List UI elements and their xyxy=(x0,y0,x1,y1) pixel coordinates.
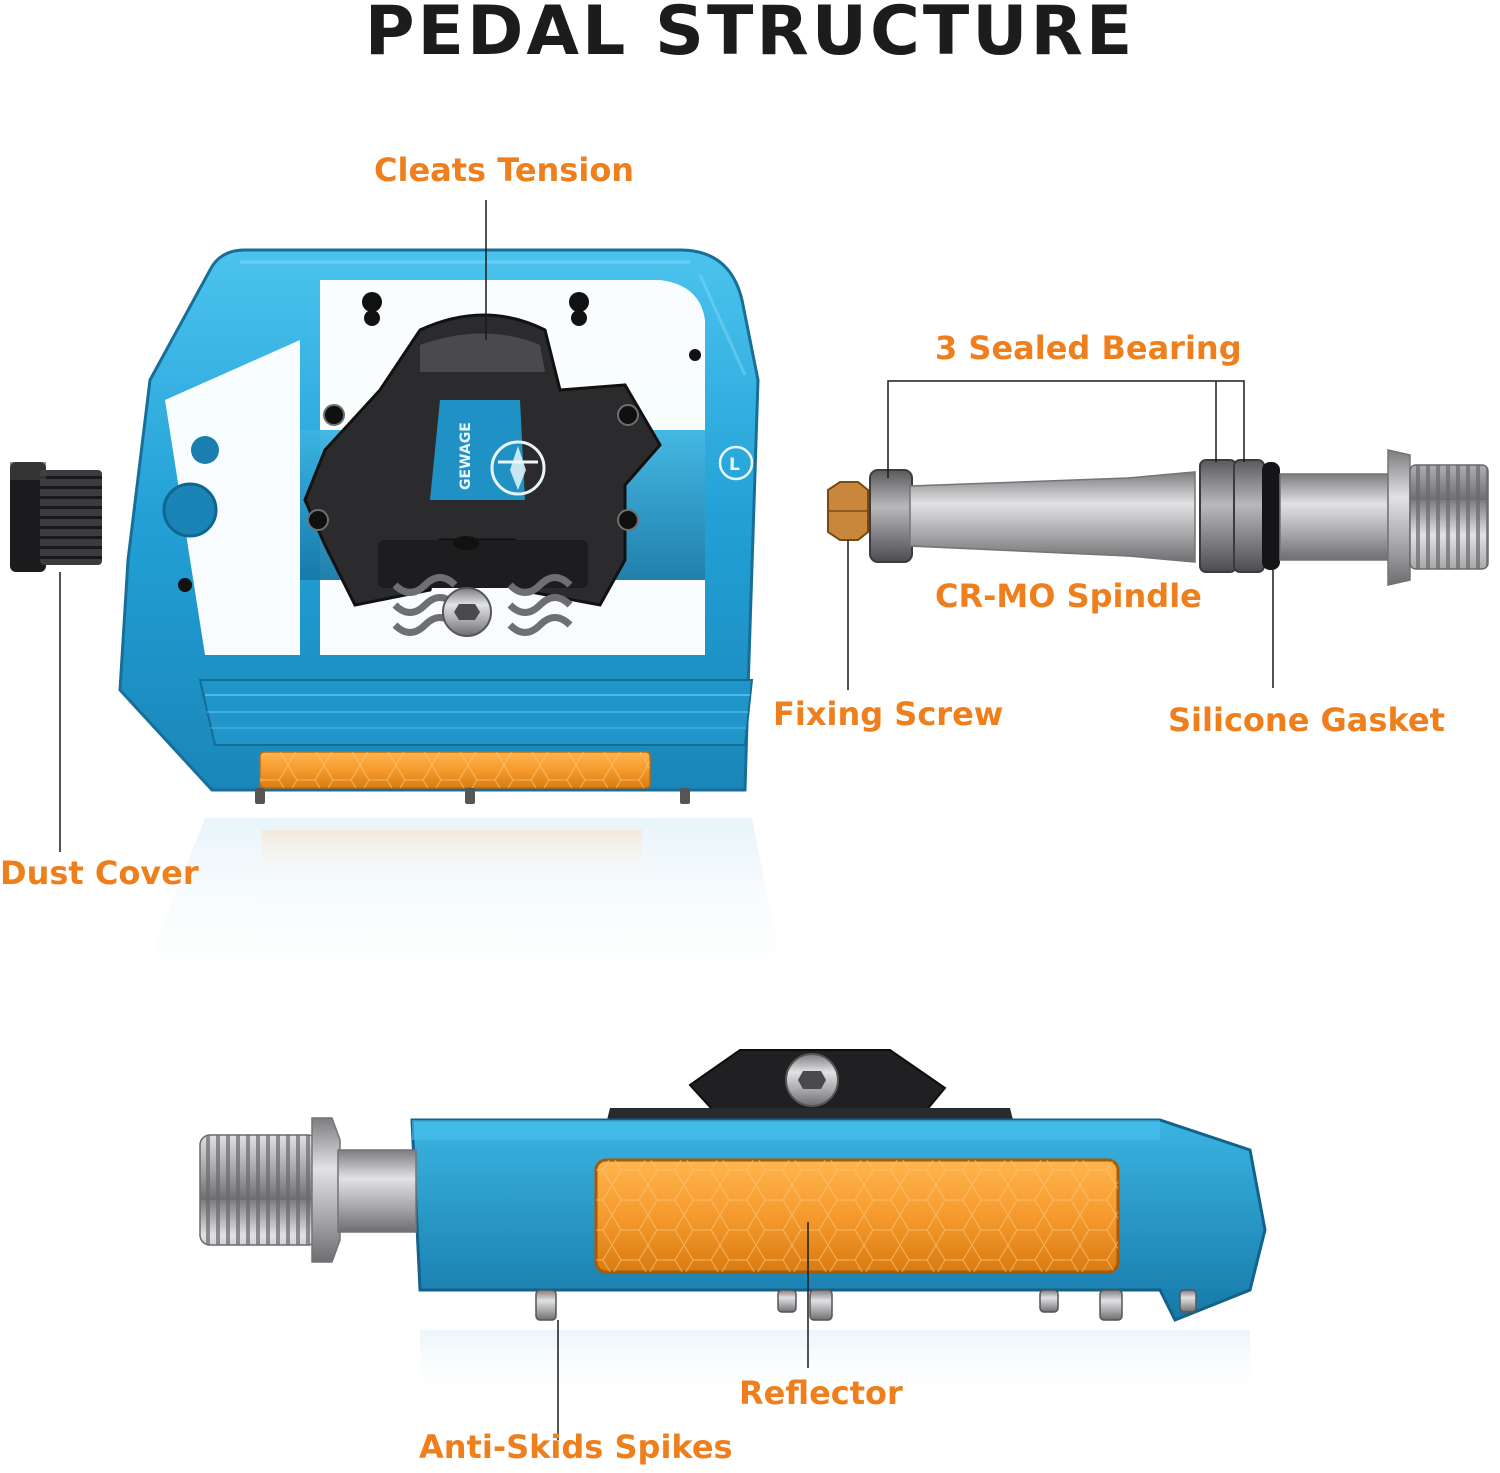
side-marker-text: L xyxy=(729,455,740,475)
tension-spring xyxy=(378,536,588,637)
pedal-side-reflection xyxy=(420,1330,1250,1400)
label-sealed-bearing: 3 Sealed Bearing xyxy=(935,329,1242,367)
leader-sealed-bearing xyxy=(887,380,1245,478)
label-reflector: Reflector xyxy=(739,1374,903,1412)
label-anti-skids-spikes: Anti-Skids Spikes xyxy=(419,1428,733,1466)
label-cleats-tension: Cleats Tension xyxy=(374,151,635,189)
pedal-top-view: GEWAGE L xyxy=(118,248,760,804)
brand-text: GEWAGE xyxy=(458,422,474,490)
side-marker: L xyxy=(718,445,754,481)
gewage-logo: GEWAGE xyxy=(458,422,546,496)
dust-cover-part xyxy=(10,462,102,572)
pedal-side-view xyxy=(199,1049,1267,1322)
callout-lines xyxy=(59,200,1274,1440)
label-crmo-spindle: CR-MO Spindle xyxy=(935,577,1202,615)
pedal-top-reflection xyxy=(130,818,790,1010)
label-silicone-gasket: Silicone Gasket xyxy=(1168,701,1445,739)
label-dust-cover: Dust Cover xyxy=(0,854,199,892)
page-title: PEDAL STRUCTURE xyxy=(364,0,1136,71)
spindle-assembly xyxy=(827,449,1489,586)
label-fixing-screw: Fixing Screw xyxy=(773,695,1004,733)
